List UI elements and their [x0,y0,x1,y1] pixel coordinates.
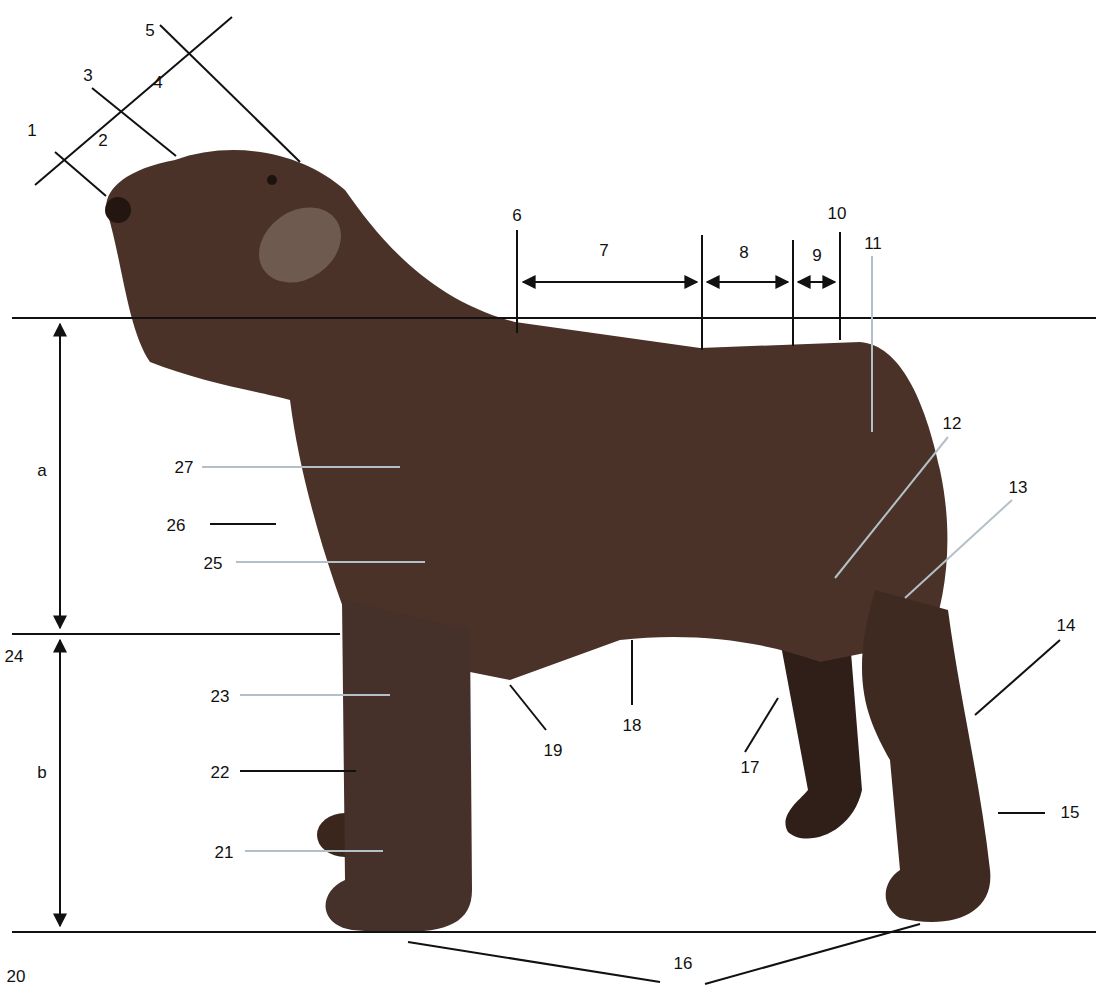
callout-number: 27 [175,459,194,476]
far-hind-leg [780,640,862,839]
eye [267,175,277,185]
callout-number: 13 [1009,479,1028,496]
callout-number: 26 [167,517,186,534]
callout-number: b [37,764,46,781]
callout-number: 19 [544,742,563,759]
callout-number: 4 [153,74,162,91]
callout-number: 7 [599,242,608,259]
callout-number: 14 [1057,617,1076,634]
callout-number: a [37,462,46,479]
callout-number: 8 [739,244,748,261]
callout-number: 2 [98,132,107,149]
callout-number: 12 [943,415,962,432]
callout-number: 22 [211,764,230,781]
dog-body [106,150,947,680]
callout-number: 18 [623,717,642,734]
callout-number: 23 [211,688,230,705]
callout-number: 15 [1061,804,1080,821]
callout-number: 3 [83,67,92,84]
callout-number: 24 [5,648,24,665]
callout-number: 25 [204,555,223,572]
nose [105,197,131,223]
measure-lines [12,17,1096,984]
hind-leg [862,590,990,922]
callout-number: 11 [864,235,882,252]
callout-number: 9 [812,247,821,264]
callout-number: 20 [7,968,26,985]
callout-number: 21 [215,844,234,861]
callout-number: 17 [741,759,760,776]
callout-number: 1 [27,122,36,139]
leader-lines [202,256,1012,851]
callout-number: 6 [512,207,521,224]
front-leg [326,600,472,932]
callout-number: 16 [674,955,693,972]
ear [244,192,355,298]
callout-number: 10 [828,205,847,222]
callout-number: 5 [145,22,154,39]
